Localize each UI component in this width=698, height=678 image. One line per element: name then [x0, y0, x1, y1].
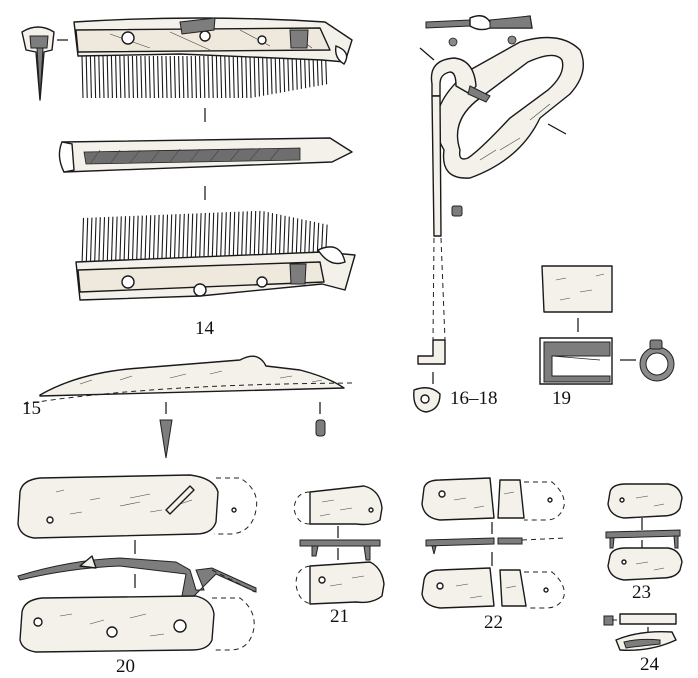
knife-handle-20: 20 — [17, 474, 258, 677]
fig-label-14: 14 — [195, 318, 215, 339]
ferrule-19: 19 — [539, 265, 675, 409]
fig-label-23: 23 — [632, 582, 651, 603]
handle-plate-21: 21 — [293, 485, 385, 627]
handle-fragment-24: 24 — [603, 613, 677, 675]
fig-label-19: 19 — [552, 388, 571, 409]
fig-label-22: 22 — [484, 612, 503, 633]
comb-view-side — [58, 137, 353, 173]
comb-14: 14 — [21, 17, 356, 339]
comb-view-front — [73, 17, 353, 99]
handle-plate-23: 23 — [605, 483, 683, 603]
comb-rivet-section — [21, 26, 68, 101]
handle-plate-22: 22 — [421, 477, 567, 633]
fig-label-15: 15 — [22, 398, 41, 419]
object-15: 15 — [22, 355, 356, 459]
fig-label-24: 24 — [640, 654, 660, 675]
fig-label-21: 21 — [330, 606, 349, 627]
strike-a-light-16-18: 16–18 — [413, 15, 584, 413]
fig-label-20: 20 — [116, 656, 135, 677]
comb-view-back — [75, 210, 356, 301]
fig-label-16-18: 16–18 — [450, 388, 498, 409]
